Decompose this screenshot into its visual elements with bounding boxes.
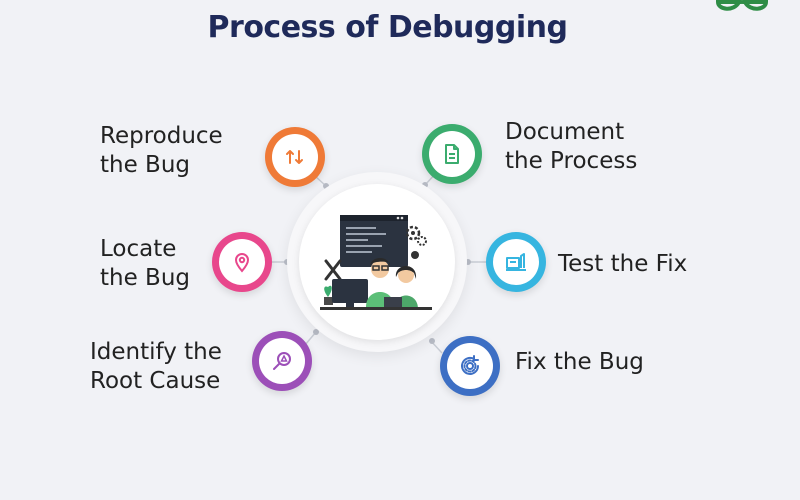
developers-at-computer-illustration [320, 215, 432, 310]
step-locate-badge [219, 239, 265, 285]
document-icon [445, 144, 459, 164]
sort-arrows-icon [286, 150, 303, 164]
step-reproduce-label: Reproduce the Bug [100, 123, 223, 178]
step-identify-badge [259, 338, 305, 384]
step-fix-badge [447, 343, 493, 389]
step-document-badge [429, 131, 475, 177]
gfg-logo-icon [715, 0, 769, 11]
step-reproduce-badge [272, 134, 318, 180]
step-identify-label: Identify the Root Cause [90, 339, 222, 394]
step-identify-ring[interactable] [252, 331, 312, 391]
test-board-icon [506, 253, 526, 271]
step-reproduce-ring[interactable] [265, 127, 325, 187]
step-locate-label: Locate the Bug [100, 236, 191, 291]
step-test-label: Test the Fix [558, 251, 688, 277]
step-test-badge [493, 239, 539, 285]
magnifier-warning-icon [273, 352, 291, 370]
location-pin-icon [234, 253, 250, 273]
step-fix-label: Fix the Bug [515, 349, 644, 375]
step-locate-ring[interactable] [212, 232, 272, 292]
gear-refresh-icon [461, 355, 479, 375]
step-test-ring[interactable] [486, 232, 546, 292]
step-document-label: Document the Process [505, 119, 638, 174]
step-fix-ring[interactable] [440, 336, 500, 396]
step-document-ring[interactable] [422, 124, 482, 184]
page-title: Process of Debugging [207, 10, 568, 45]
